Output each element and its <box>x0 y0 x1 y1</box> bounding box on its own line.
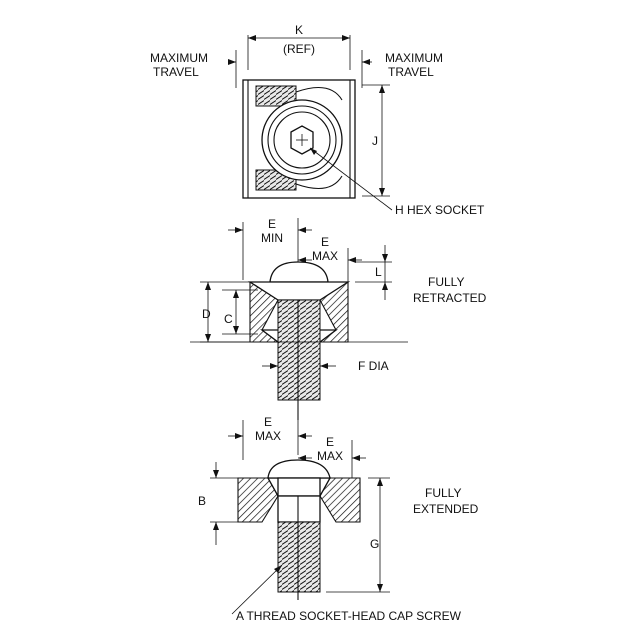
c-label: C <box>224 312 233 326</box>
e-min-dimension: E MIN <box>228 217 312 280</box>
max-travel-left-line2: TRAVEL <box>153 65 199 79</box>
d-label: D <box>202 307 211 321</box>
c-dimension: C <box>222 289 258 335</box>
h-hex-socket-callout: H HEX SOCKET <box>309 147 485 217</box>
fully-extended-line2: EXTENDED <box>413 502 479 516</box>
fully-retracted-line1: FULLY <box>428 275 464 289</box>
f-dia-label: F DIA <box>358 359 389 373</box>
max-travel-right-line2: TRAVEL <box>388 65 434 79</box>
l-dimension: L <box>355 245 392 300</box>
l-label: L <box>375 265 382 279</box>
extended-view: E MAX E MAX B <box>198 415 479 623</box>
ref-label: (REF) <box>283 42 315 56</box>
j-label: J <box>372 134 378 148</box>
g-label: G <box>370 537 379 551</box>
b-label: B <box>198 494 206 508</box>
fully-extended-line1: FULLY <box>425 486 461 500</box>
e-max-top-e: E <box>321 235 329 249</box>
e-min-e: E <box>268 217 276 231</box>
e-max-top-dimension: E MAX <box>298 235 362 282</box>
top-view-block <box>242 79 356 199</box>
e-max-left-dimension: E MAX <box>228 415 312 460</box>
h-hex-socket-label: H HEX SOCKET <box>395 203 485 217</box>
top-view: K (REF) MAXIMUM TRAVEL MAXIMUM TRAVEL <box>150 23 485 217</box>
f-dia-dimension: F DIA <box>262 359 389 373</box>
k-label: K <box>295 23 303 37</box>
e-min-min: MIN <box>261 231 283 245</box>
retracted-screw <box>247 261 351 420</box>
max-travel-right-line1: MAXIMUM <box>385 51 443 65</box>
e-max-right-dimension: E MAX <box>298 435 366 480</box>
g-dimension: G <box>326 477 390 593</box>
max-travel-right: MAXIMUM TRAVEL <box>361 50 443 88</box>
e-max-left-e: E <box>264 415 272 429</box>
fully-retracted-line2: RETRACTED <box>413 291 487 305</box>
e-max-left-max: MAX <box>255 429 281 443</box>
retracted-view: E MIN E MAX L FULLY RETRACTED <box>190 217 487 420</box>
a-thread-callout: A THREAD SOCKET-HEAD CAP SCREW <box>231 564 462 623</box>
e-max-right-e: E <box>326 435 334 449</box>
e-max-top-max: MAX <box>312 249 338 263</box>
extended-screw <box>267 459 331 600</box>
max-travel-left: MAXIMUM TRAVEL <box>150 50 237 88</box>
max-travel-left-line1: MAXIMUM <box>150 51 208 65</box>
k-dimension: K (REF) <box>247 23 351 70</box>
e-max-right-max: MAX <box>317 449 343 463</box>
a-thread-label: A THREAD SOCKET-HEAD CAP SCREW <box>236 609 462 623</box>
j-dimension: J <box>362 84 390 197</box>
